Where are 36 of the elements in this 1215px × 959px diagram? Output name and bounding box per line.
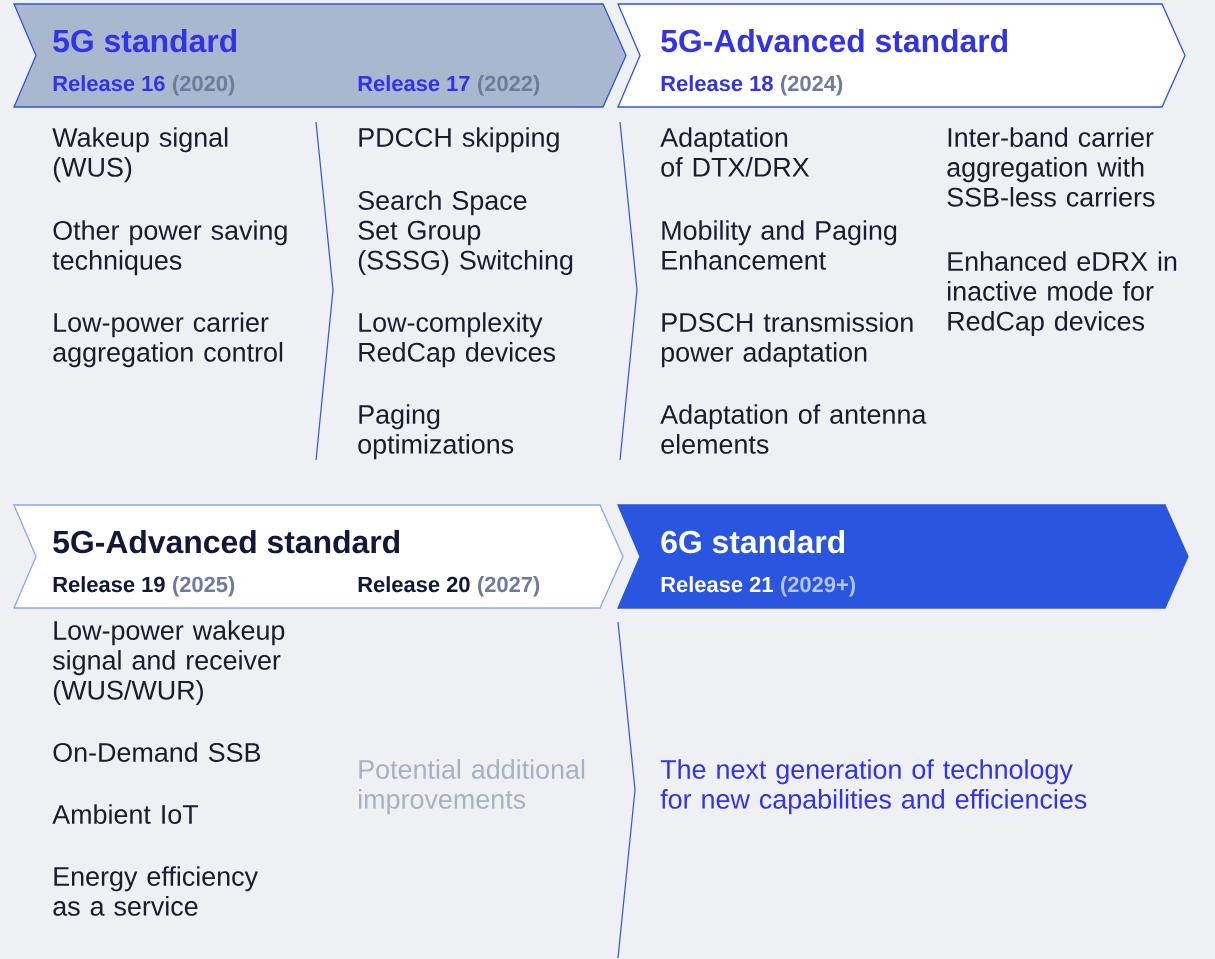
- release-label: Release 18: [661, 75, 773, 92]
- feature-text: The next generation of technology for new capabilities and efficiencies: [660, 759, 1087, 815]
- feature-text: Low-power carrier aggregation control: [53, 312, 283, 368]
- feature-text: Potential additional improvements: [359, 759, 585, 815]
- feature-text: Low-complexity RedCap devices: [359, 312, 556, 368]
- feature-text: Energy efficiency as a service: [53, 866, 258, 916]
- feature-text: Enhanced eDRX in inactive mode for RedCap devices: [948, 251, 1177, 337]
- release-label: Release 21: [661, 576, 773, 593]
- chevron-band: [617, 504, 1189, 609]
- chevron-band: [13, 504, 624, 609]
- year-label: (2022): [478, 75, 540, 96]
- band-heading: 6G standard: [661, 529, 845, 554]
- year-label: (2029+): [781, 576, 855, 597]
- feature-text: Other power saving techniques: [52, 220, 287, 276]
- release-label: Release 16: [53, 75, 165, 92]
- feature-text: Mobility and Paging Enhancement: [662, 220, 897, 270]
- band-heading: 5G-Advanced standard: [661, 28, 1008, 53]
- release-label: Release 17: [358, 75, 470, 92]
- chevron-band: [617, 3, 1186, 108]
- band-heading: 5G standard: [53, 28, 237, 53]
- feature-text: PDCCH skipping: [359, 127, 559, 153]
- year-label: (2025): [173, 576, 235, 597]
- year-label: (2027): [478, 576, 540, 597]
- feature-text: On-Demand SSB: [53, 742, 261, 762]
- band-heading: 5G-Advanced standard: [53, 529, 400, 554]
- release-label: Release 19: [53, 576, 165, 593]
- feature-text: Adaptation of antenna elements: [660, 404, 927, 454]
- release-label: Release 20: [358, 576, 470, 593]
- feature-text: Ambient IoT: [52, 804, 199, 824]
- feature-text: Search Space Set Group (SSSG) Switching: [358, 190, 573, 276]
- year-label: (2024): [781, 75, 843, 96]
- feature-text: Adaptation of DTX/DRX: [660, 127, 810, 177]
- chevron-band: [13, 3, 627, 108]
- feature-text: Paging optimizations: [358, 404, 514, 460]
- feature-text: PDSCH transmission power adaptation: [661, 312, 913, 368]
- year-label: (2020): [173, 75, 235, 96]
